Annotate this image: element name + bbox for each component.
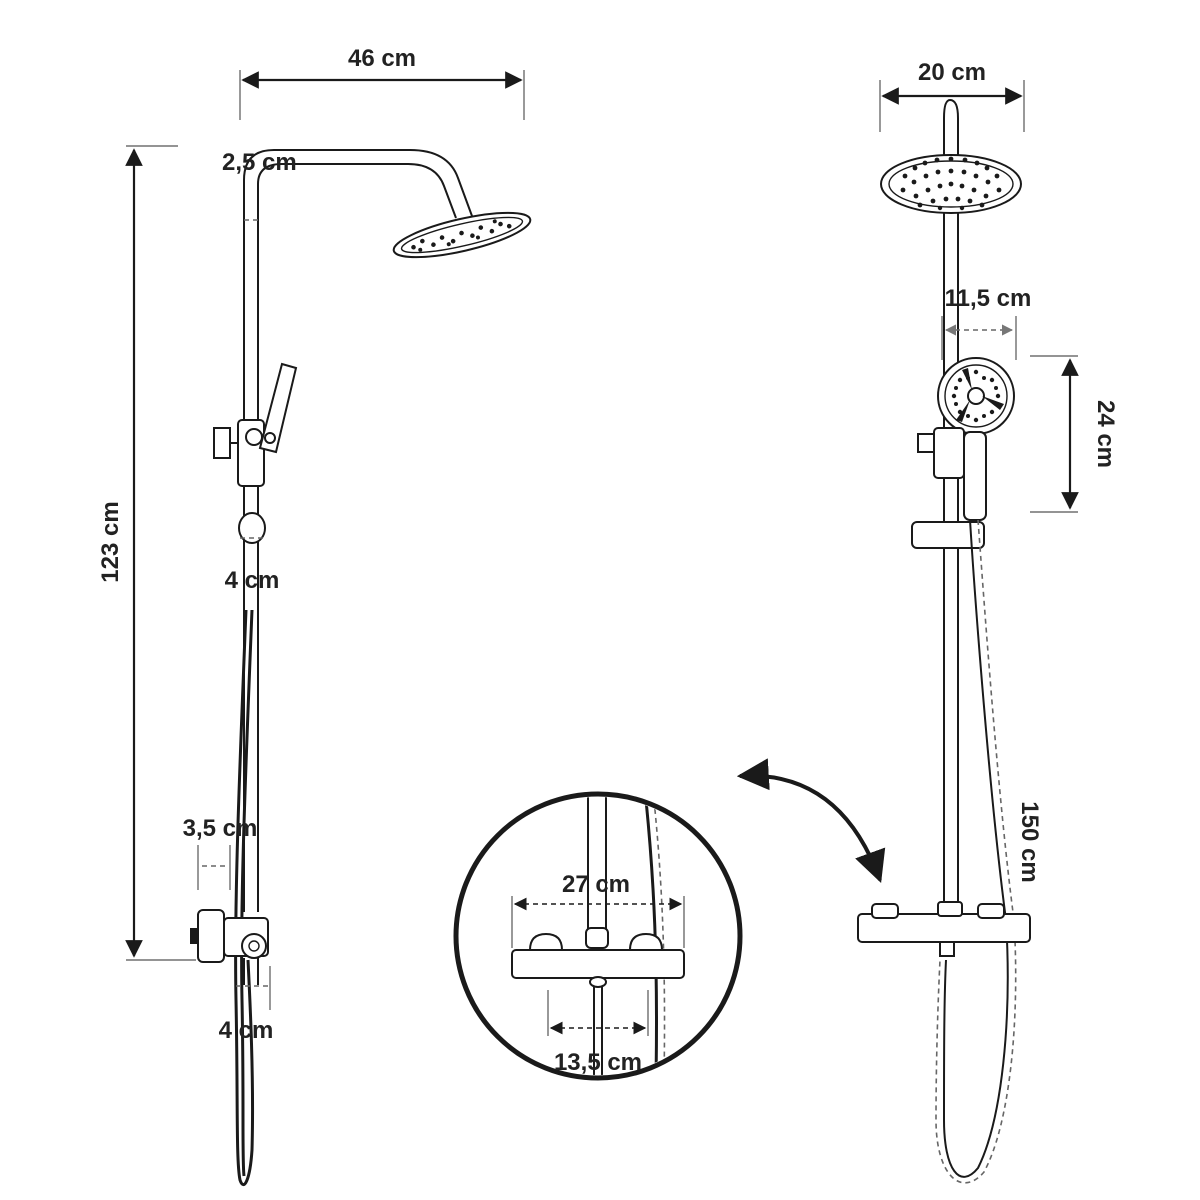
dim-label-head-diameter: 20 cm <box>918 59 986 86</box>
side-view: 46 cm 2,5 cm 123 cm 4 cm 3,5 cm 4 cm <box>97 45 532 1187</box>
valve-detail: 27 cm 13,5 cm <box>453 791 743 1081</box>
dim-label-hand-shower-width: 11,5 cm <box>945 285 1032 312</box>
thermostat-knob-side <box>197 909 225 963</box>
rain-head-nozzles <box>900 156 1002 211</box>
holder-pivot <box>245 428 263 446</box>
holder-knob-front <box>917 433 935 453</box>
holder-knob-side <box>213 427 231 459</box>
overhead-arm-inner <box>257 163 457 219</box>
dim-label-total-height: 123 cm <box>97 501 124 582</box>
dim-label-head-reach: 46 cm <box>348 45 416 72</box>
slider-holder-front <box>933 427 965 479</box>
hose-side <box>234 609 255 1187</box>
dim-label-arm-diameter: 2,5 cm <box>222 149 297 176</box>
overhead-arm-outer <box>243 149 473 217</box>
hand-shower-handle <box>963 431 987 521</box>
dim-label-outlet-width: 4 cm <box>219 1017 274 1044</box>
hose-front <box>942 519 1009 1178</box>
wall-bracket-side <box>238 512 266 544</box>
hand-shower-side <box>258 362 298 454</box>
dim-label-hand-shower-height: 24 cm <box>1092 400 1119 468</box>
dim-label-outlet-width-detail: 13,5 cm <box>554 1049 642 1076</box>
wall-bracket-front <box>911 521 985 549</box>
detail-valve-body <box>511 949 685 979</box>
dim-label-inlet-spacing: 27 cm <box>562 871 630 898</box>
dim-label-hose-length: 150 cm <box>1016 801 1043 882</box>
rain-shower-head-side <box>392 211 532 259</box>
detail-callout-arrow <box>736 758 886 884</box>
dim-label-holder-width: 4 cm <box>225 567 280 594</box>
overhead-arm-front <box>943 98 959 160</box>
front-view: 20 cm 11,5 cm 24 cm 150 cm <box>736 59 1119 1184</box>
dim-label-valve-depth: 3,5 cm <box>183 815 258 842</box>
